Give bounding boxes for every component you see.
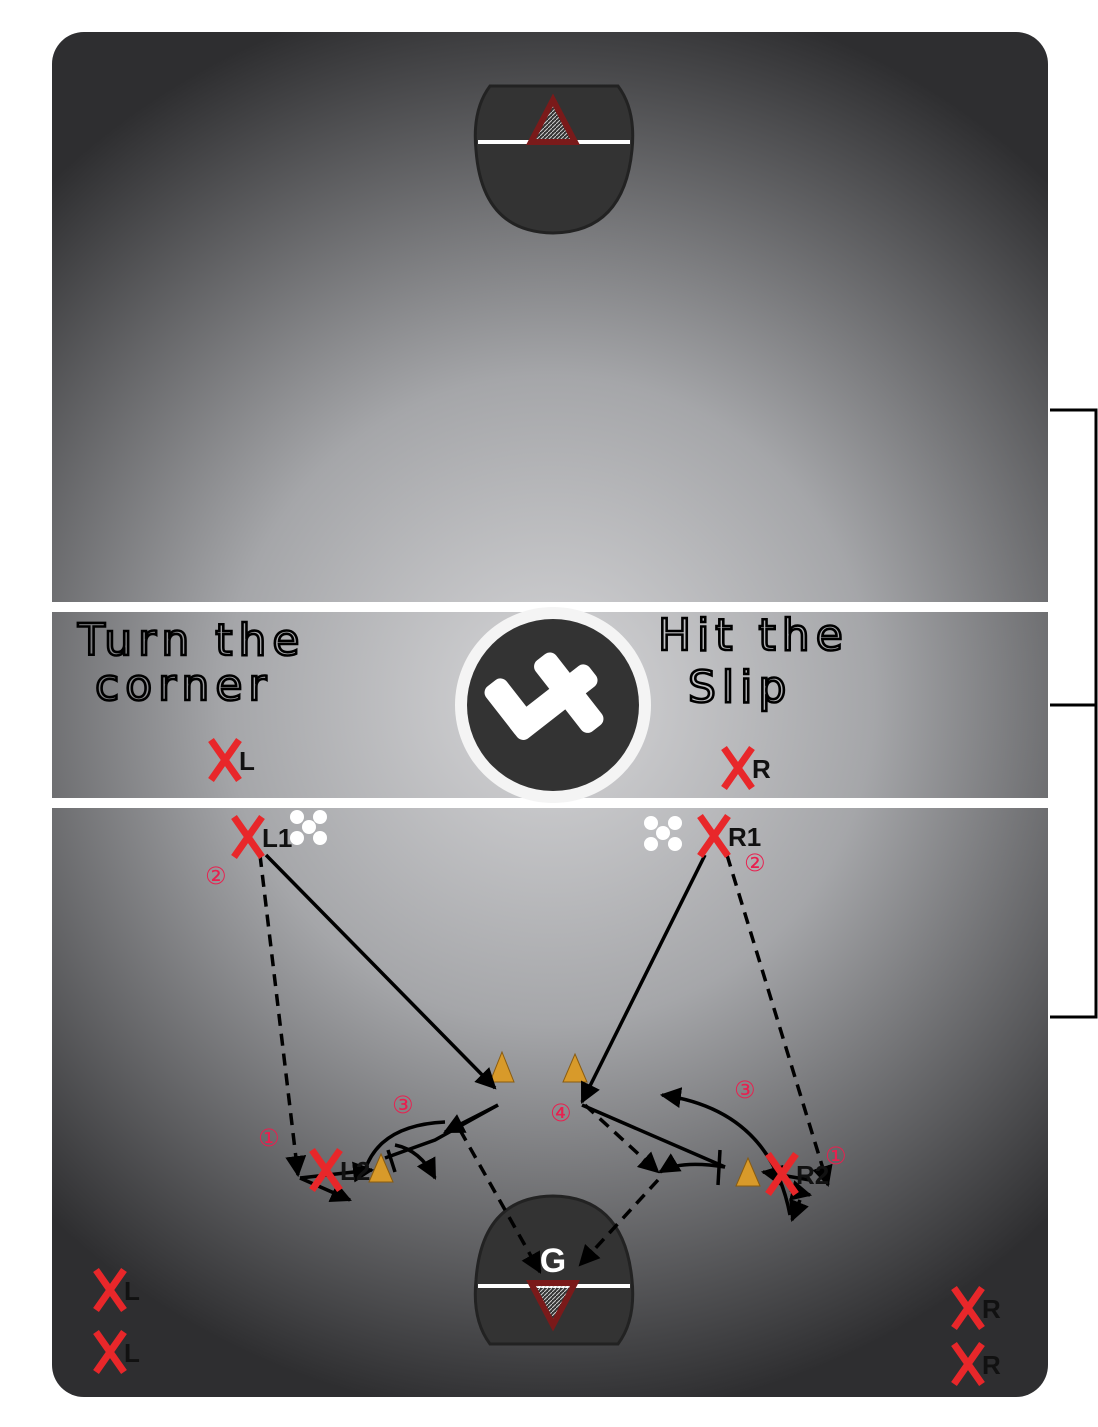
player-x-icon bbox=[697, 813, 731, 859]
player-x-icon bbox=[765, 1151, 799, 1197]
player-right-top: R bbox=[721, 745, 771, 791]
step-left-3: ③ bbox=[392, 1091, 414, 1119]
cones bbox=[368, 1050, 761, 1187]
left-drill-title-line1: Turn the bbox=[77, 615, 305, 666]
midfield-line-top bbox=[52, 602, 1048, 612]
player-right-2: R2 bbox=[765, 1151, 829, 1197]
logo bbox=[455, 607, 651, 803]
player-right-bottom_a: R bbox=[951, 1285, 1001, 1331]
right-drill-title-line2: Slip bbox=[688, 662, 792, 713]
player-left-bottom_a: L bbox=[93, 1267, 140, 1313]
bottom-goal-icon bbox=[526, 1280, 580, 1332]
player-x-icon bbox=[93, 1267, 127, 1313]
dashed-paths bbox=[258, 854, 833, 1274]
bottom-crease: G bbox=[473, 1194, 635, 1346]
movement-paths bbox=[264, 853, 813, 1222]
player-label: L1 bbox=[262, 823, 292, 853]
player-right-1: R1 bbox=[697, 813, 761, 859]
ball-pile-left bbox=[290, 810, 327, 845]
player-label: L bbox=[124, 1276, 140, 1306]
player-label: R2 bbox=[796, 1160, 829, 1190]
top-goal-icon bbox=[526, 93, 580, 145]
player-x-icon bbox=[721, 745, 755, 791]
step-right-2: ② bbox=[744, 849, 766, 877]
right-drill-title-line1: Hit the bbox=[658, 610, 849, 661]
left-drill-title-line2: corner bbox=[95, 660, 272, 711]
player-x-icon bbox=[309, 1147, 343, 1193]
midfield-line-bottom bbox=[52, 798, 1048, 808]
player-label: R bbox=[982, 1294, 1001, 1324]
step-left-2: ② bbox=[205, 862, 227, 890]
side-bracket bbox=[1050, 408, 1098, 1019]
player-right-bottom_b: R bbox=[951, 1341, 1001, 1387]
step-right-4: ④ bbox=[550, 1099, 572, 1127]
player-left-top: L bbox=[208, 737, 255, 783]
player-label: R bbox=[752, 754, 771, 784]
top-crease bbox=[473, 84, 635, 235]
player-x-icon bbox=[231, 814, 265, 860]
player-x-icon bbox=[951, 1341, 985, 1387]
player-left-1: L1 bbox=[231, 814, 292, 860]
player-label: L2 bbox=[340, 1156, 370, 1186]
player-label: R bbox=[982, 1350, 1001, 1380]
goalie-label: G bbox=[540, 1242, 566, 1280]
player-label: L bbox=[239, 746, 255, 776]
step-right-3: ③ bbox=[734, 1076, 756, 1104]
player-label: R1 bbox=[728, 822, 761, 852]
player-x-icon bbox=[208, 737, 242, 783]
player-x-icon bbox=[93, 1329, 127, 1375]
player-left-bottom_b: L bbox=[93, 1329, 140, 1375]
ball-pile-right bbox=[644, 816, 682, 851]
step-right-1: ① bbox=[825, 1142, 847, 1170]
step-left-1: ① bbox=[258, 1124, 280, 1152]
player-x-icon bbox=[951, 1285, 985, 1331]
player-label: L bbox=[124, 1338, 140, 1368]
player-left-2: L2 bbox=[309, 1147, 370, 1193]
